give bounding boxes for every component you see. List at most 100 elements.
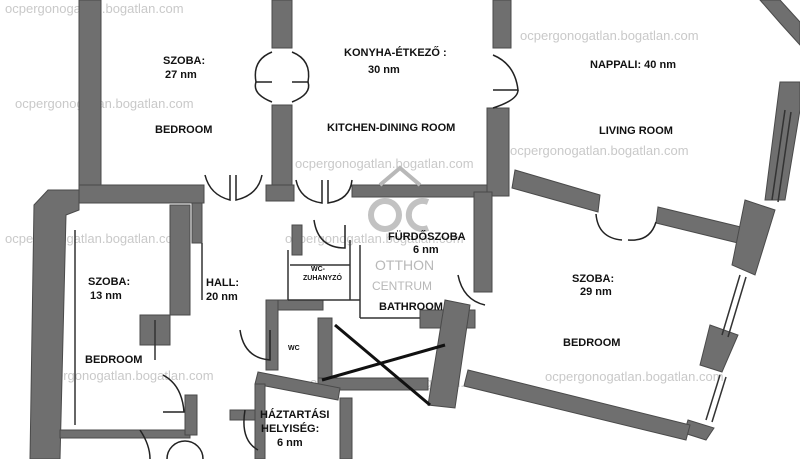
room-name: KONYHA-ÉTKEZŐ : bbox=[344, 46, 447, 59]
shaft-line bbox=[321, 343, 446, 382]
wall-segment bbox=[351, 184, 488, 198]
room-name: HÁZTARTÁSI bbox=[260, 408, 329, 421]
wall-segment bbox=[254, 371, 341, 401]
door-arc bbox=[291, 81, 310, 103]
door-arc bbox=[492, 89, 519, 109]
door-arc bbox=[492, 54, 519, 91]
watermark-text: ocpergonogatlan.bogatlan.com bbox=[295, 156, 474, 171]
wall-segment bbox=[317, 317, 333, 384]
thin-partitions bbox=[74, 109, 792, 425]
wall-segment bbox=[759, 0, 800, 46]
watermark-text: ocpergonogatlan.bogatlan.com bbox=[285, 231, 464, 246]
door-arc bbox=[166, 440, 204, 459]
wall-segment bbox=[291, 224, 303, 256]
wall-segment bbox=[427, 299, 471, 409]
door-arc bbox=[239, 329, 271, 361]
door-arc bbox=[313, 219, 346, 249]
door-arc bbox=[295, 179, 323, 204]
room-area: 27 nm bbox=[165, 69, 197, 81]
wall-segment bbox=[59, 429, 191, 439]
room-english: BEDROOM bbox=[563, 337, 620, 349]
logo-text-line1: OTTHON bbox=[375, 257, 434, 273]
room-area: 30 nm bbox=[368, 64, 400, 76]
wall-segment bbox=[254, 383, 266, 459]
room-area: 6 nm bbox=[413, 244, 439, 256]
room-area: 6 nm bbox=[277, 437, 303, 449]
watermark-text: ocpergonogatlan.bogatlan.com bbox=[5, 231, 184, 246]
wall-segment bbox=[655, 206, 746, 245]
room-english: LIVING ROOM bbox=[599, 125, 673, 137]
room-area: 20 nm bbox=[206, 291, 238, 303]
window-line bbox=[771, 109, 786, 201]
watermark-text: ocpergonogatlan.bogatlan.com bbox=[520, 28, 699, 43]
house-icon bbox=[378, 165, 422, 187]
wall-segment bbox=[191, 202, 203, 244]
window-line bbox=[711, 376, 727, 423]
door-arc bbox=[162, 374, 185, 413]
wall-segment bbox=[473, 191, 493, 293]
room-english: BATHROOM bbox=[379, 301, 443, 313]
wall-segment bbox=[486, 107, 510, 197]
door-arc bbox=[595, 213, 623, 241]
wall-segment bbox=[78, 0, 102, 191]
room-name: WC- bbox=[311, 266, 326, 273]
door-arc bbox=[327, 179, 353, 204]
window-line bbox=[721, 274, 741, 336]
window-line bbox=[777, 111, 792, 203]
door-arc bbox=[457, 274, 486, 306]
logo-mark bbox=[368, 198, 402, 232]
door-arc bbox=[291, 51, 310, 83]
room-english: KITCHEN-DINING ROOM bbox=[327, 122, 455, 134]
room-name: FÜRDŐSZOBA bbox=[388, 230, 466, 243]
door-arc bbox=[627, 221, 657, 241]
room-name: SZOBA: bbox=[572, 273, 614, 285]
wall-segment bbox=[169, 204, 191, 316]
door-arc bbox=[204, 174, 231, 201]
room-area: 29 nm bbox=[580, 286, 612, 298]
room-labels: SZOBA: 27 nm BEDROOM KONYHA-ÉTKEZŐ : 30 … bbox=[85, 46, 676, 449]
room-name: ZUHANYZÓ bbox=[303, 273, 342, 282]
room-name: SZOBA: bbox=[88, 276, 130, 288]
room-name: HELYISÉG: bbox=[261, 422, 319, 435]
shaft-line bbox=[334, 323, 431, 407]
shaft-cross bbox=[321, 323, 446, 407]
room-english: BEDROOM bbox=[155, 124, 212, 136]
wall-segment bbox=[271, 104, 293, 186]
room-name: NAPPALI: 40 nm bbox=[590, 59, 676, 71]
wall-segment bbox=[78, 184, 205, 204]
door-arc bbox=[254, 51, 273, 83]
wall-segment bbox=[339, 397, 353, 459]
wall-segment bbox=[265, 299, 279, 371]
doors bbox=[139, 51, 657, 459]
door-arc bbox=[235, 174, 263, 201]
watermark-text: ocpergonogatlan.bogatlan.com bbox=[510, 143, 689, 158]
window-line bbox=[705, 374, 721, 421]
wall-segment bbox=[29, 189, 80, 459]
wall-segment bbox=[511, 169, 601, 213]
logo-text-line2: CENTRUM bbox=[372, 279, 432, 293]
door-arc bbox=[139, 429, 151, 459]
room-name: HALL: bbox=[206, 277, 239, 289]
wall-segment bbox=[229, 409, 256, 421]
door-arc bbox=[254, 81, 273, 103]
wall-segment bbox=[271, 0, 293, 49]
wall-segment bbox=[184, 394, 198, 436]
wall-segment bbox=[492, 0, 512, 49]
wall-segment bbox=[731, 199, 776, 276]
watermark-text: ocpergonogatlan.bogatlan.com bbox=[545, 369, 724, 384]
room-english: BEDROOM bbox=[85, 354, 142, 366]
wall-segment bbox=[277, 299, 324, 311]
window-line bbox=[727, 276, 747, 338]
logo: OTTHON CENTRUM bbox=[368, 165, 434, 293]
room-name: SZOBA: bbox=[163, 55, 205, 67]
door-arc bbox=[243, 409, 259, 451]
watermark-text: ocpergonogatlan.bogatlan.com bbox=[15, 96, 194, 111]
wall-segment bbox=[265, 184, 295, 202]
wall-segment bbox=[699, 324, 739, 373]
logo-mark bbox=[405, 198, 430, 232]
room-area: 13 nm bbox=[90, 290, 122, 302]
room-name: WC bbox=[288, 345, 300, 352]
wall-segment bbox=[764, 81, 800, 201]
wall-segment bbox=[463, 369, 691, 441]
